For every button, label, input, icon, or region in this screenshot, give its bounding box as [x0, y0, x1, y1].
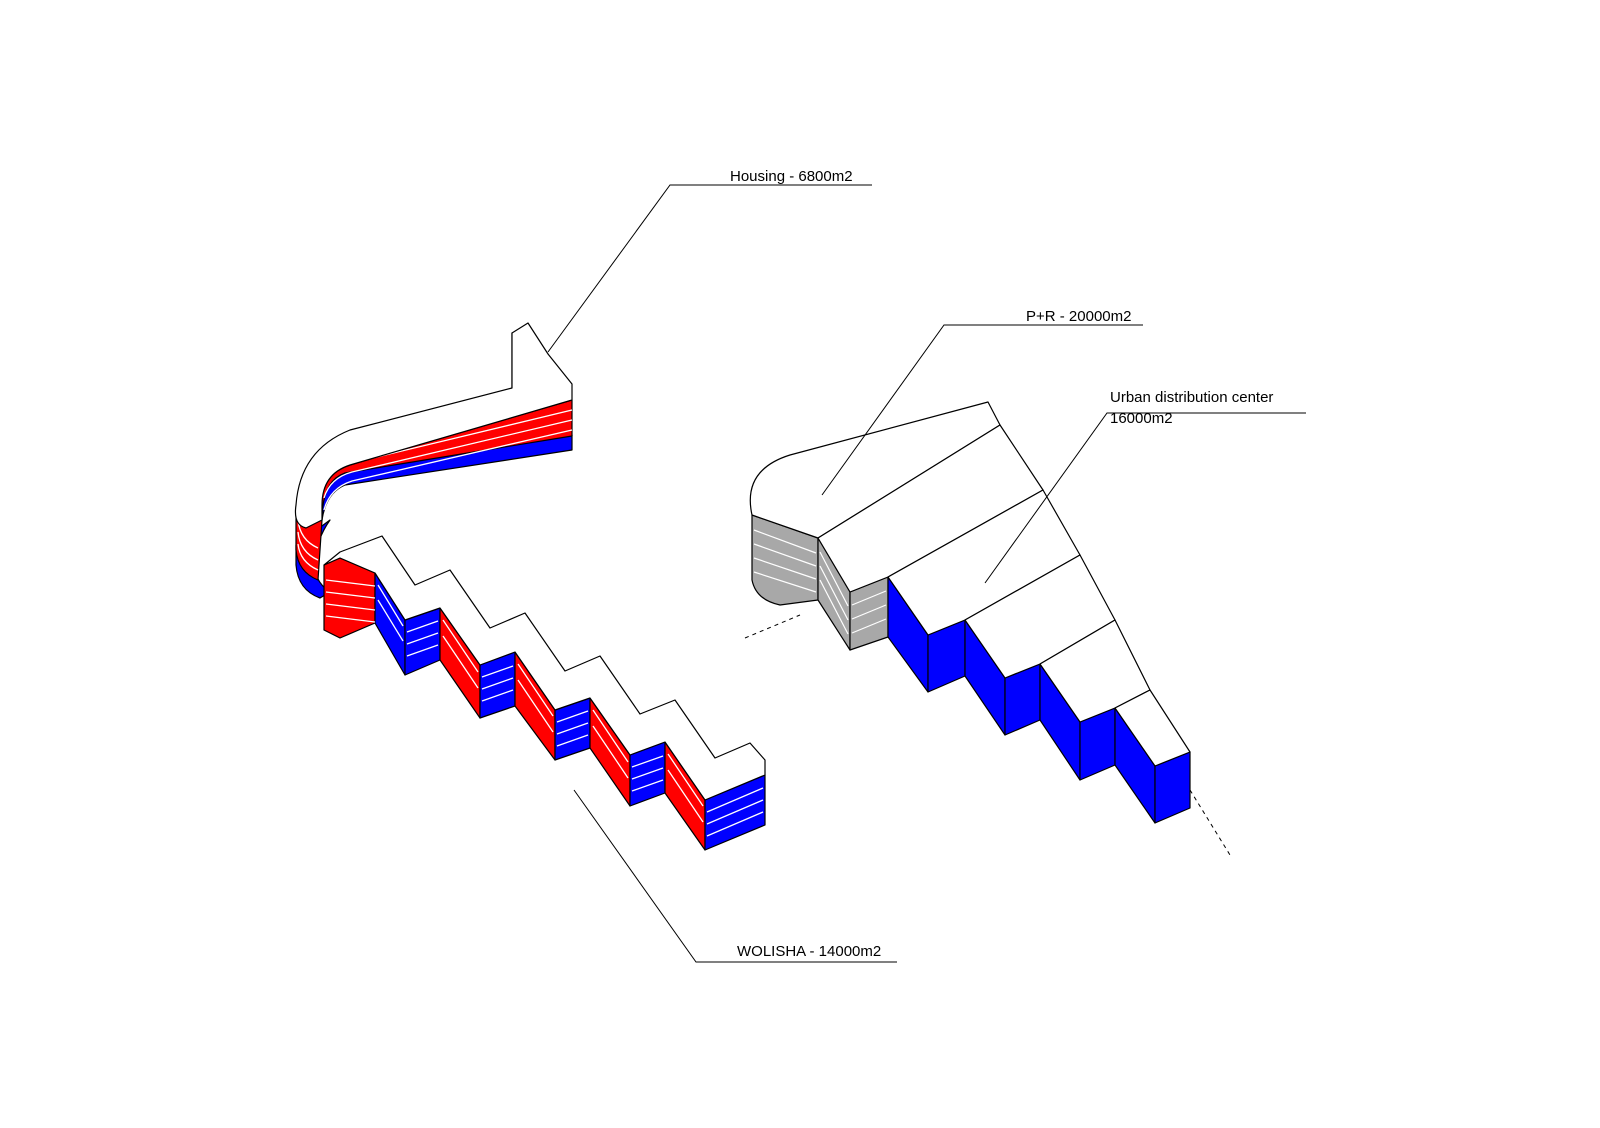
label-housing: Housing - 6800m2	[547, 168, 872, 353]
leader-wolisha	[573, 789, 897, 963]
label-wolisha-text: WOLISHA - 14000m2	[737, 943, 881, 960]
label-housing-text: Housing - 6800m2	[730, 168, 853, 185]
label-wolisha: WOLISHA - 14000m2	[573, 789, 897, 963]
housing-roof	[294, 322, 573, 529]
left-building-complex	[294, 322, 766, 851]
label-udc: Urban distribution center 16000m2	[984, 389, 1306, 584]
leader-udc	[984, 412, 1306, 584]
label-udc-text-line1: Urban distribution center	[1110, 389, 1273, 406]
wolisha-stepped-block	[323, 535, 766, 851]
parkride-grey-facade-curve	[751, 514, 819, 606]
label-park-and-ride-text: P+R - 20000m2	[1026, 308, 1131, 325]
leader-housing	[547, 184, 872, 353]
right-building-complex	[744, 401, 1231, 856]
parkride-roof	[749, 401, 1001, 539]
wolisha-floor-lines	[325, 579, 764, 837]
udc-roof-bay-5	[1114, 689, 1191, 767]
label-park-and-ride: P+R - 20000m2	[821, 308, 1143, 496]
label-udc-text-line2: 16000m2	[1110, 410, 1173, 427]
site-axis-dashed-left	[744, 614, 801, 639]
site-axis-dashed-right	[1189, 789, 1231, 856]
leader-park-and-ride	[821, 324, 1143, 496]
parkride-floor-lines	[753, 529, 887, 635]
wolisha-roof	[323, 535, 766, 801]
